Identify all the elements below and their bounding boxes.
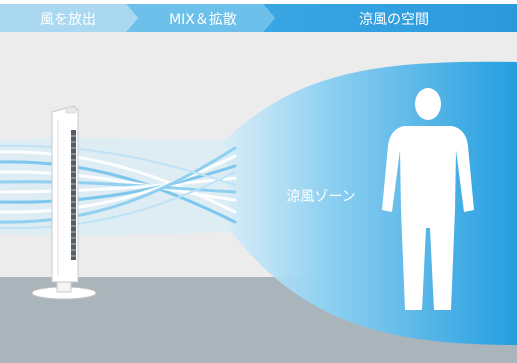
step-2-label: MIX＆拡散 (169, 12, 237, 28)
person-icon (382, 88, 474, 310)
step-1-arrow (0, 4, 138, 32)
step-2-arrow (126, 4, 275, 32)
tower-fan-icon (31, 105, 97, 300)
airflow-lines (0, 144, 237, 230)
step-3-arrow (263, 4, 517, 32)
zone-label: 涼風ゾーン (286, 189, 355, 205)
step-arrow-bar: 風を放出 MIX＆拡散 涼風の空間 (0, 4, 517, 32)
step-1-label: 風を放出 (40, 12, 96, 28)
step-3-label: 涼風の空間 (359, 12, 429, 28)
